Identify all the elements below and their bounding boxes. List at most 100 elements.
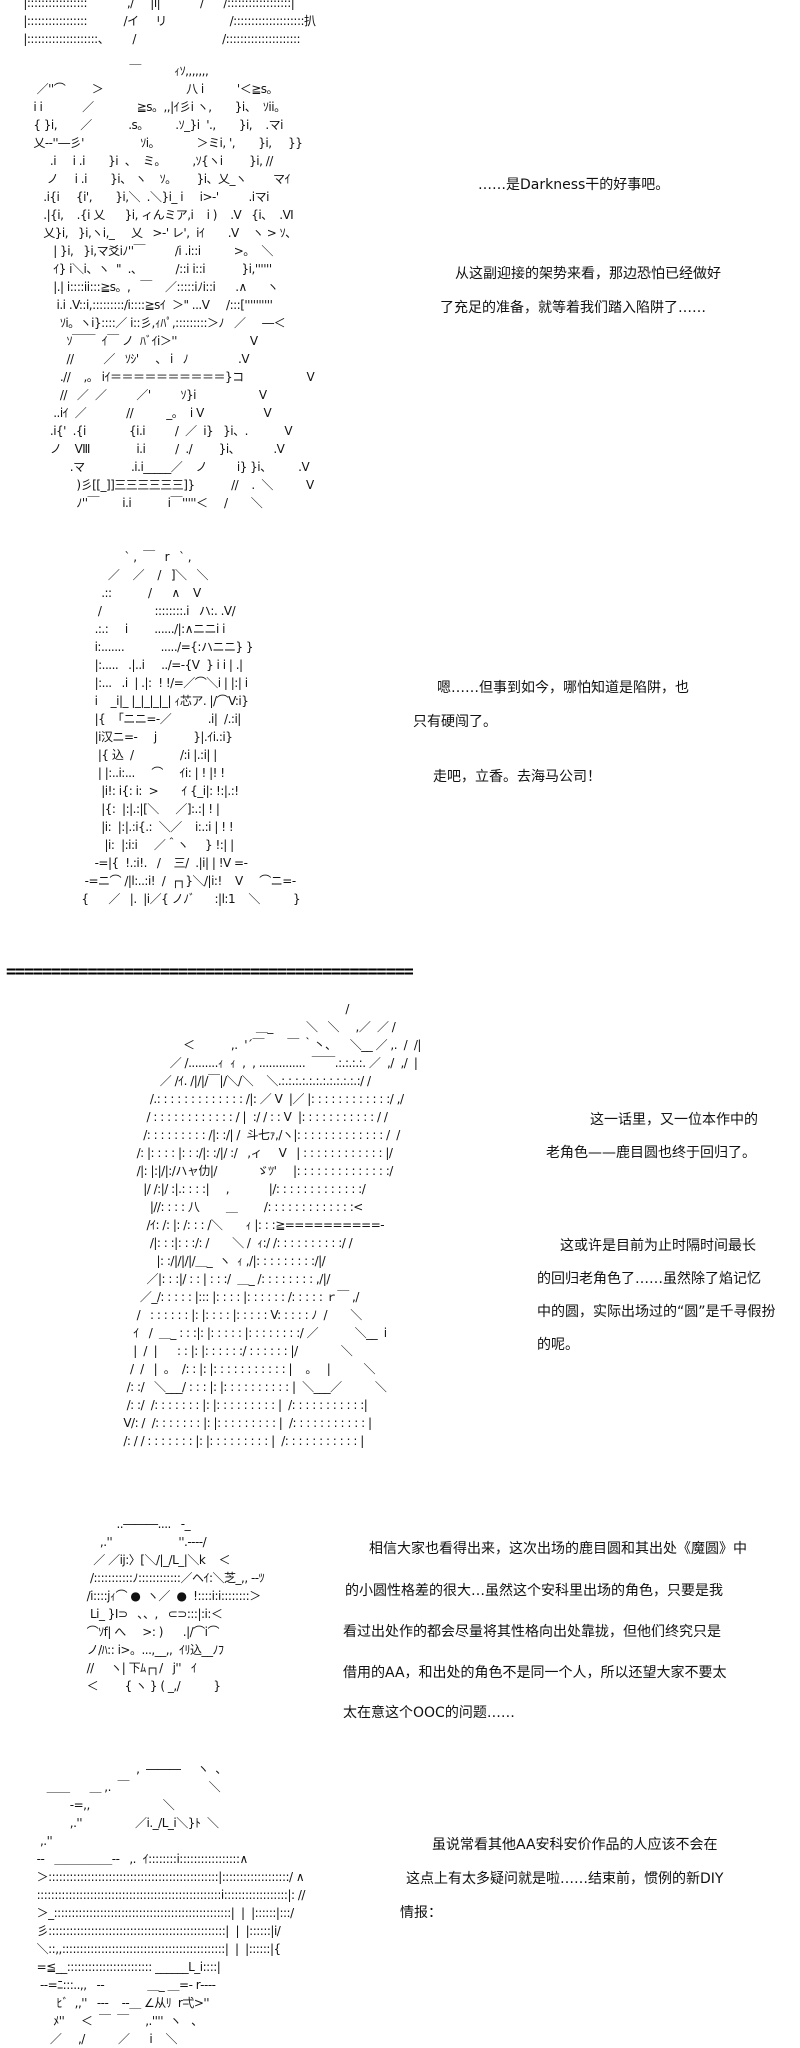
ascii-art-line: ／ ／ / ]＼ ＼ [78, 568, 209, 582]
ascii-art-line: .:.: i ....../|:∧ニニi i [78, 622, 226, 636]
ascii-art-line: /|: : :|: : :/: / ＼ / ｨ:/ /: : : : : : :… [120, 1236, 353, 1250]
ascii-art-line: ｿ￣￣ ｲ￣ ノ ﾊﾞｲi＞'' V [30, 334, 258, 348]
caption-trap-line2: 只有硬闯了。 [413, 714, 497, 730]
ascii-art-line: i.i .V::i,:::::::::/i::::≧sｲ ＞" ...V /::… [30, 298, 273, 312]
ascii-art-line: { }i, ／ .s。 .ｿ_}i '., }i, .マi [30, 118, 284, 132]
ascii-art-line: |::::::::::::::::: /イ リ /:::::::::::::::… [20, 14, 316, 28]
ascii-art-line: ` , ￣ r ` , [78, 550, 192, 564]
ascii-art-line: /: |: : : : |: : :/|: :/|/ :/ ,ィ V | : :… [120, 1146, 393, 1160]
ascii-art-line: ｲ} i＼i、ヽ " .、 /::i i::i }i,'''''' [30, 262, 272, 276]
ascii-art-line: .i i .i }i 、 ミ。 ,ｿ{ヽi }i, // [30, 154, 273, 168]
ascii-art-line: |.| i::::ii:::≧s。, ￣ ／:::::iﾉi::i .∧ ヽ [30, 280, 279, 294]
ascii-art-line: |::::::::::::::::::::、 / /::::::::::::::… [20, 32, 301, 46]
ascii-art-line: .|{i, .{i 乂 }i, ィんミア,i i ) .V {i、 .Ⅵ [30, 208, 294, 222]
ascii-art-line: // ／ ｿｼ' 、 i ﾉ .V [30, 352, 250, 366]
ascii-art-line: .マ .i.i_____／ ノ i} }i、 .V [30, 460, 310, 474]
ascii-art-line: )彡[[_]]三三三三三三]} // . ＼ V [30, 478, 314, 492]
ascii-art-line: ::::::::::::::::::::::::::::::::::::::::… [30, 1888, 306, 1902]
caption-diy-line3: 情报： [400, 1905, 442, 1921]
ascii-art-line: ﾋﾞ ,,'' ‐‐‐ ‐‐＿ ∠从ﾘ r弌>'' [30, 1996, 210, 2010]
caption-longest-line3: 中的圆，实际出场过的“圆”是千寻假扮 [537, 1304, 776, 1320]
ascii-art-line: ‐‐=ﾆ:::..,, ‐‐ ＿_ ＿=‐ r‐‐‐‐ [30, 1978, 216, 1992]
ascii-art-line: // ヽ| 下ﾑ┌┐/ j'' ｲ [80, 1661, 197, 1675]
ascii-art-line: 彡:::::::::::::::::::::::::::::::::::::::… [30, 1924, 281, 1938]
ascii-art-line: ノ Ⅷ i.i / ./ }i、 .V [30, 442, 285, 456]
ascii-art-line: | }i, }i,マ爻iﾉ''￣ /i .i::i >。 ＼ [30, 244, 273, 258]
ascii-art-line: ,.'' [30, 1834, 53, 1848]
caption-diy-line1: 虽说常看其他AA安科安价作品的人应该不会在 [432, 1837, 718, 1853]
ascii-art-line: 乂}i, }i,ヽi,_ 乂 >‐' レ', iｲ .V ヽ > ｿ、 [30, 226, 297, 240]
ascii-art-line: { ／ |. |i／{ ノﾉﾞ :|l:1 ＼ } [78, 892, 301, 906]
ascii-art-line: ⌒ｿf| へ >: ) .|/⌒i⌒ [80, 1625, 220, 1639]
ascii-art-line: .i{i {i', }i,＼ .＼}i_ i i>‐' .iマi [30, 190, 269, 204]
ascii-art-line: / / | 。 /: : |: |: : : : : : : : : : : |… [120, 1362, 376, 1376]
ascii-art-line: |//: : : : 八 ＿ /: : : : : : : : : : : : … [120, 1200, 364, 1214]
ascii-art-top-fragment: |::::::::::::::::: ,/ |i| / /:::::::::::… [20, 0, 316, 48]
ascii-art-line: ＞:::::::::::::::::::::::::::::::::::::::… [30, 1870, 305, 1884]
ascii-art-bottom-character: , ――― ヽ 、 ＿＿ ＿ ,. ￣ ＼ ‐=,, ＼ ,.'' ／i._/L… [30, 1760, 306, 2048]
ascii-art-line: |:... .i | .|: ! !/=／⌒＼i | |:| i [78, 676, 248, 690]
caption-longest-line1: 这或许是目前为止时隔时间最长 [560, 1238, 756, 1254]
caption-longest-line2: 的回归老角色了……虽然除了焰记忆 [537, 1271, 761, 1287]
ascii-art-line: /: / / : : : : : : : |: |: : : : : : : :… [120, 1434, 364, 1448]
ascii-art-line: |{: |:|.:|[＼ ／]:.:| ! | [78, 802, 220, 816]
ascii-art-line: ノ/ﾊ:: i>。...,__,, ｲﾘ込__ﾉﾌ [80, 1643, 224, 1657]
ascii-art-line: ＿＿ ＿ ,. ￣ ＼ [30, 1780, 221, 1794]
ascii-art-line: V/: / /: : : : : : : |: |: : : : : : : :… [120, 1416, 372, 1430]
ascii-art-line: =≦__:::::::::::::::::::::::: ______L_i::… [30, 1960, 221, 1974]
caption-ready-line2: 了充足的准备，就等着我们踏入陷阱了…… [440, 300, 706, 316]
ascii-art-line: /|: |:|/|:/ハャ仂|/ ゞﾂ' |: : : : : : : : : … [120, 1164, 394, 1178]
ascii-art-line: | / | : : |: |: : : : : :/ : : : : : : |… [120, 1344, 353, 1358]
ascii-art-line: /: : : : : : : : : /|: :/| / 斗七ｧ,/ヽ|: : … [120, 1128, 400, 1142]
ascii-art-line: ﾒ'' ＜ ￣ ￣ ,.'''' ヽ 、 [30, 2014, 203, 2028]
ascii-art-line: |{ 「ニニ=-／ .i| /.:i| [78, 712, 242, 726]
caption-ooc-line2: 的小圆性格差的很大…虽然这个安科里出场的角色，只要是我 [345, 1583, 723, 1599]
ascii-art-line: ノ i .i }i、 ヽ ｿ。 }i、乂_ヽ マｲ [30, 172, 291, 186]
ascii-art-line: / [120, 1002, 349, 1016]
ascii-art-line: Li_ }I⊃ ､、, ⊂⊃:::|:i:＜ [80, 1607, 223, 1621]
ascii-art-line: /: :/ /: : : : : : : |: |: : : : : : : :… [120, 1398, 368, 1412]
ascii-art-line: .:: / ∧ V [78, 586, 201, 600]
ascii-art-line: |/ /:|/ :|.: : : :| , |/: : : : : : : : … [120, 1182, 366, 1196]
caption-longest-line4: 的呢。 [537, 1337, 579, 1353]
ascii-art-line: ＿_ ＼ ＼ ,／ ／ / [120, 1020, 396, 1034]
ascii-art-character-rikka: ` , ￣ r ` , ／ ／ / ]＼ ＼ .:: / ∧ V / :::::… [78, 548, 300, 908]
ascii-art-line: ＞_::::::::::::::::::::::::::::::::::::::… [30, 1906, 295, 1920]
caption-ooc-line3: 看过出处作的都会尽量将其性格向出处靠拢，但他们终究只是 [343, 1624, 721, 1640]
ascii-art-line: i i ／ ≧s。,,|ｲ彡i ヽ, }i、 ｿii。 [30, 100, 286, 114]
ascii-art-line: ..―――.... ‐_ [80, 1517, 191, 1531]
ascii-art-line: i:....... ...../={:ハニニ} } [78, 640, 254, 654]
section-separator: ========================================… [6, 962, 414, 982]
ascii-art-line: ,.'' ''.‐‐‐‐/ [80, 1535, 207, 1549]
ascii-art-line: 乂‐-''―彡' ｿi。 ＞ミi, ', }i, }} [30, 136, 303, 150]
ascii-art-line: |i: |:|.:i{.: ＼／ i:.:i | ! ! [78, 820, 234, 834]
ascii-art-line: .// ,。 iｲ＝＝＝＝＝＝＝＝＝＝}コ V [30, 370, 315, 384]
ascii-art-line: ＜ { ヽ } ( _,/ } [80, 1679, 221, 1693]
caption-ooc-line5: 太在意这个OOC的问题…… [343, 1705, 515, 1721]
ascii-art-line: ｲ / ＿_ : : :|: |: : : : : |: : : : : : :… [120, 1326, 387, 1340]
ascii-art-madoka-face: ..―――.... ‐_ ,.'' ''.‐‐‐‐/ ／ ／ij:〉[＼/|_/… [80, 1515, 265, 1695]
ascii-art-line: ‐‐ ＿＿＿＿＿‐‐ ,. ｲ::::::::i::::::::::::::::… [30, 1852, 249, 1866]
ascii-art-line: |{ 込 / /:i |.:i| | [78, 748, 217, 762]
ascii-art-line: / ::::::::.i ハ:. .V/ [78, 604, 236, 618]
ascii-art-character-madoka: / ＿_ ＼ ＼ ,／ ／ / ＜ ,. '´￣ ￣ ｀丶、 ＼__ ／ ,. … [120, 1000, 421, 1450]
caption-diy-line2: 这点上有太多疑问就是啦……结束前，惯例的新DIY [406, 1871, 724, 1887]
ascii-art-line: ‐=,, ＼ [30, 1798, 175, 1812]
ascii-art-line: |i!: i{: i: > ｲ {_i|: !:|.:! [78, 784, 239, 798]
ascii-art-line: |i: |:i:i ／＾ヽ } !:| | [78, 838, 235, 852]
ascii-art-character-hooded: ￣ ｨｿ,,,,,,, ／''⌒ ＞ 八 i '＜≧s。 i i ／ ≧s。,,… [30, 62, 314, 512]
caption-trap-line1: 嗯……但事到如今，哪怕知道是陷阱，也 [437, 680, 689, 696]
ascii-art-line: ＼::,,:::::::::::::::::::::::::::::::::::… [30, 1942, 282, 1956]
ascii-art-line: ／ ,/ ／ i ＼ [30, 2032, 178, 2046]
caption-ooc-line1: 相信大家也看得出来，这次出场的鹿目圆和其出处《魔圆》中 [369, 1541, 747, 1557]
caption-darkness: ……是Darkness干的好事吧。 [478, 177, 670, 193]
ascii-art-line: /.: : : : : : : : : : : : : /|: ／ V |／ |… [120, 1092, 404, 1106]
ascii-art-line: ／_/: : : : : |::: |: : : : |: : : : : : … [120, 1290, 359, 1304]
ascii-art-line: |::::::::::::::::: ,/ |i| / /:::::::::::… [20, 0, 295, 10]
caption-ooc-line4: 借用的AA，和出处的角色不是同一个人，所以还望大家不要太 [343, 1665, 727, 1681]
ascii-art-line: ＜ ,. '´￣ ￣ ｀丶、 ＼__ ／ ,. / /| [120, 1038, 421, 1052]
ascii-art-line: -=ニ⌒ /|l:..:i! / ┌┐}＼/|i:! V ⌒ニ=- [78, 874, 297, 888]
ascii-art-line: ..iｲ ／ // _。 i V V [30, 406, 272, 420]
ascii-art-line: i _i|_ |_|_|_|_| ｨ芯ア. |/⌒V:i} [78, 694, 249, 708]
caption-go: 走吧，立香。去海马公司！ [433, 769, 601, 785]
